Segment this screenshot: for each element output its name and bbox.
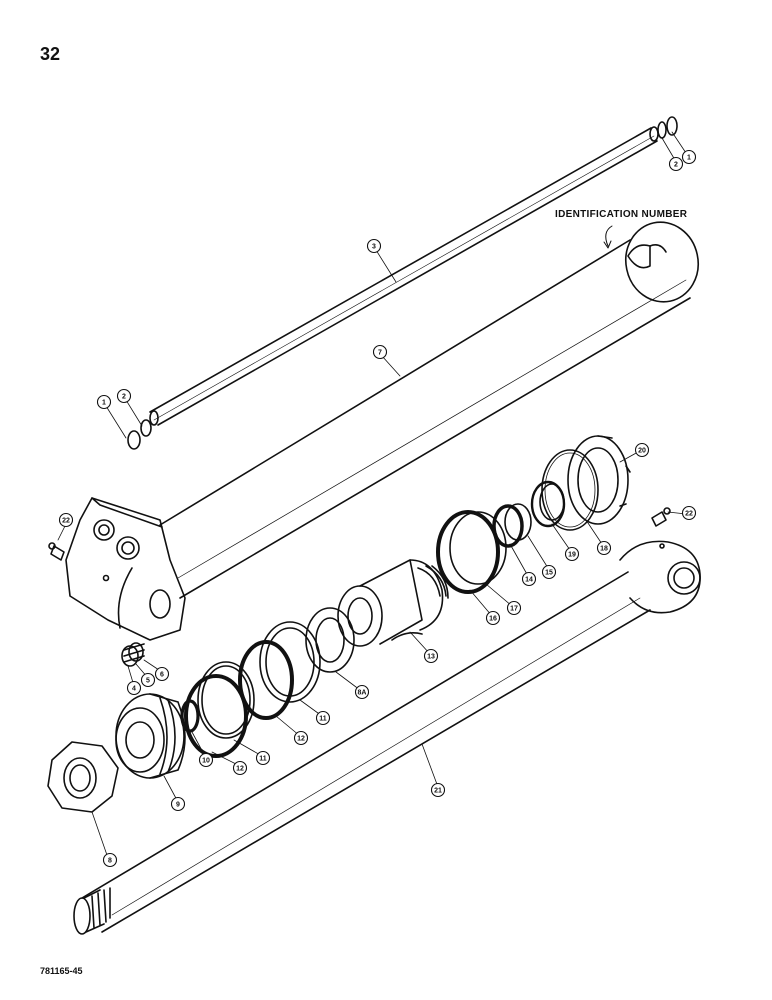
grease-fitting-right (651, 507, 671, 527)
svg-text:12: 12 (297, 736, 305, 743)
svg-text:22: 22 (685, 511, 693, 518)
piston-part-9 (115, 693, 186, 779)
callout-7: 7 (372, 344, 388, 360)
svg-text:14: 14 (525, 577, 533, 584)
callout-8A: 8A (354, 684, 370, 700)
svg-text:11: 11 (259, 756, 267, 763)
tube-part-3 (149, 126, 659, 426)
callout-balloons: 1 2 3 7 1 2 20 22 22 18 19 15 14 17 16 1… (58, 149, 697, 868)
callout-2-top: 2 (668, 156, 684, 172)
svg-text:16: 16 (489, 616, 497, 623)
callout-21: 21 (430, 782, 446, 798)
callout-1-top: 1 (681, 149, 697, 165)
seal-part-12-lower (184, 674, 248, 758)
callout-14: 14 (521, 571, 537, 587)
svg-text:3: 3 (372, 244, 376, 251)
svg-text:1: 1 (687, 155, 691, 162)
backup-ring-part-11-lower (197, 661, 255, 739)
svg-text:2: 2 (122, 394, 126, 401)
svg-text:19: 19 (568, 552, 576, 559)
callout-17: 17 (506, 600, 522, 616)
callout-10: 10 (198, 752, 214, 768)
snap-ring-part-18 (541, 449, 599, 531)
cylinder-barrel-part-7 (65, 221, 699, 641)
callout-3: 3 (366, 238, 382, 254)
callout-2-bottom: 2 (116, 388, 132, 404)
svg-text:7: 7 (378, 350, 382, 357)
callout-6: 6 (154, 666, 170, 682)
backup-ring-part-15 (504, 503, 532, 541)
callout-16: 16 (485, 610, 501, 626)
callout-13: 13 (423, 648, 439, 664)
svg-text:17: 17 (510, 606, 518, 613)
callout-22-right: 22 (681, 505, 697, 521)
backup-ring-part-17 (449, 511, 507, 585)
svg-text:2: 2 (674, 162, 678, 169)
identification-number-label: IDENTIFICATION NUMBER (555, 209, 688, 220)
rod-seal-part-14 (492, 504, 524, 548)
svg-text:6: 6 (160, 672, 164, 679)
washer-part-8A (305, 607, 355, 673)
svg-text:20: 20 (638, 448, 646, 455)
svg-text:5: 5 (146, 678, 150, 685)
callout-19: 19 (564, 546, 580, 562)
svg-text:4: 4 (132, 686, 136, 693)
gland-head-part-13 (337, 559, 449, 647)
retainer-nut-part-20 (567, 435, 631, 525)
callout-12-upper: 12 (293, 730, 309, 746)
callout-12-lower: 12 (232, 760, 248, 776)
backup-ring-part-11-upper (259, 621, 321, 703)
svg-text:8: 8 (108, 858, 112, 865)
svg-text:9: 9 (176, 802, 180, 809)
callout-1-bottom: 1 (96, 394, 112, 410)
svg-text:18: 18 (600, 546, 608, 553)
grease-fitting-left (48, 542, 65, 561)
identification-arrow-head (603, 240, 612, 249)
callout-22-left: 22 (58, 512, 74, 528)
callout-5: 5 (140, 672, 156, 688)
svg-text:12: 12 (236, 766, 244, 773)
svg-text:10: 10 (202, 758, 210, 765)
check-valve-parts (121, 642, 145, 667)
svg-text:15: 15 (545, 570, 553, 577)
identification-arrow (605, 225, 613, 247)
svg-text:8A: 8A (358, 690, 367, 697)
callout-4: 4 (126, 680, 142, 696)
callout-8: 8 (102, 852, 118, 868)
callout-15: 15 (541, 564, 557, 580)
svg-text:21: 21 (434, 788, 442, 795)
callout-18: 18 (596, 540, 612, 556)
callout-20: 20 (634, 442, 650, 458)
piston-nut-part-8 (47, 741, 119, 813)
piston-rod-part-21 (73, 540, 701, 935)
callout-11-upper: 11 (315, 710, 331, 726)
callout-leaders (57, 131, 687, 859)
svg-text:1: 1 (102, 400, 106, 407)
page-number: 32 (40, 44, 61, 64)
seal-part-12-upper (238, 640, 294, 720)
wiper-part-19 (530, 480, 566, 528)
callout-11-lower: 11 (255, 750, 271, 766)
svg-text:22: 22 (62, 518, 70, 525)
drawing-code: 781165-45 (40, 966, 83, 976)
svg-text:11: 11 (319, 716, 327, 723)
svg-text:13: 13 (427, 654, 435, 661)
seal-part-16 (436, 510, 500, 594)
callout-9: 9 (170, 796, 186, 812)
tube-seal-rings-bottom (127, 419, 152, 450)
